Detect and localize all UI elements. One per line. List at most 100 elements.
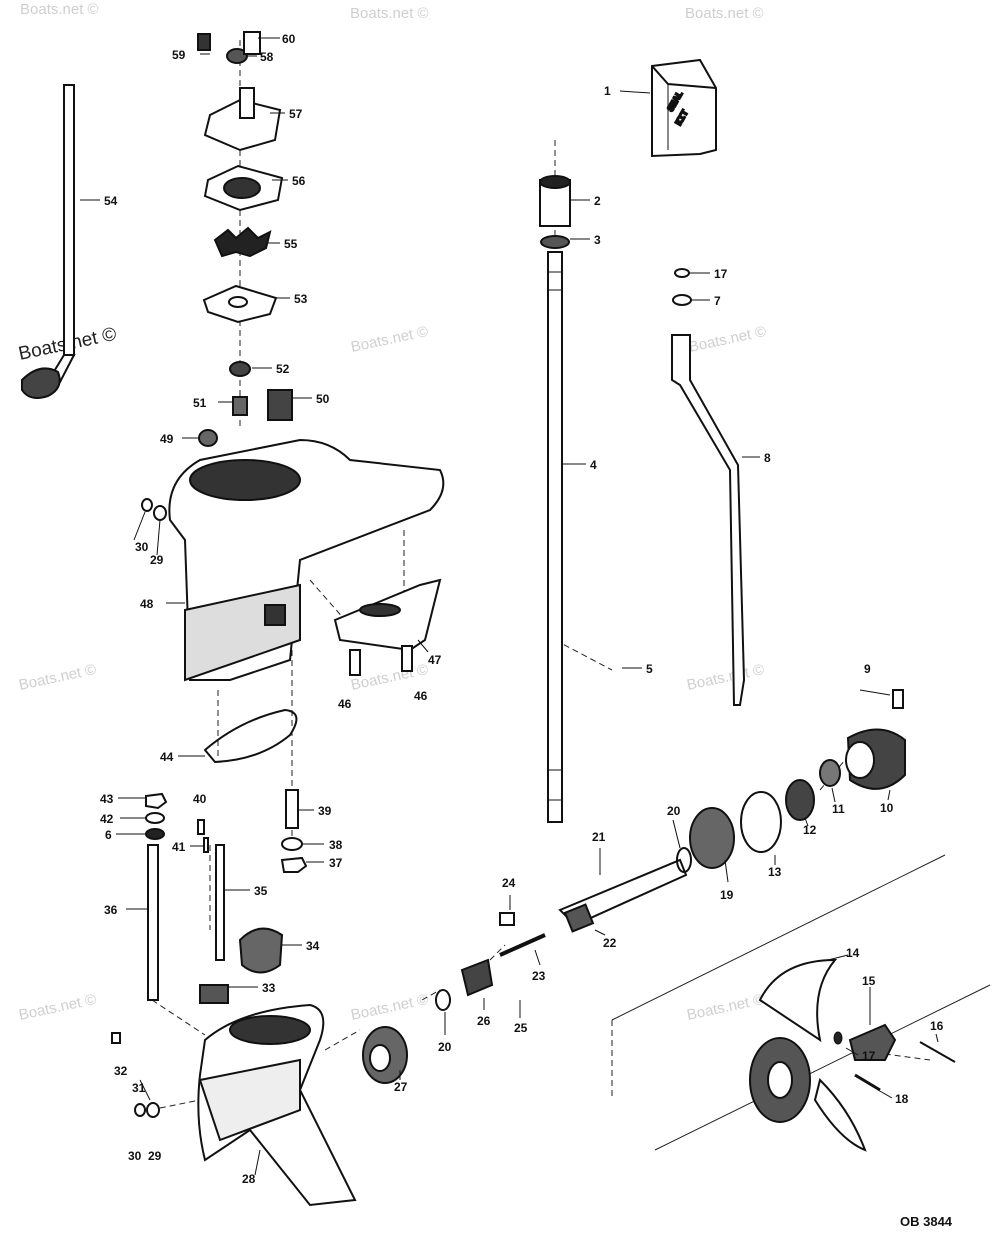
callout-label: 60 (282, 32, 296, 46)
callout-label: 33 (262, 981, 276, 995)
callout-label: 29 (150, 553, 164, 567)
callout-label: 12 (803, 823, 817, 837)
callout-label: 42 (100, 812, 114, 826)
washer-17 (833, 1031, 843, 1045)
callout-label: 25 (514, 1021, 528, 1035)
watermark: Boats.net © (349, 323, 429, 356)
watermark: Boats.net © (350, 5, 429, 22)
gasket (203, 708, 298, 764)
callout-label: 15 (862, 974, 876, 988)
thrust-washer-20 (435, 989, 451, 1011)
callout-label: 29 (148, 1149, 162, 1163)
propeller-boundary (611, 854, 991, 1151)
forward-gear-27 (362, 1026, 408, 1084)
seal-kit-box: SEAL KIT (651, 58, 717, 158)
callout-label: 14 (846, 946, 860, 960)
callout-label: 58 (260, 50, 274, 64)
upper-gearcase-housing (168, 438, 445, 682)
watermark: Boats.net © (687, 323, 767, 356)
callout-label: 32 (114, 1064, 128, 1078)
callout-label: 40 (193, 792, 207, 806)
watermark: Boats.net © (17, 661, 97, 694)
callout-label: 13 (768, 865, 782, 879)
drive-shaft-sleeve (539, 175, 571, 249)
callout-label: 20 (438, 1040, 452, 1054)
callout-label: 28 (242, 1172, 256, 1186)
callout-label: 24 (502, 876, 516, 890)
callout-label: 59 (172, 48, 186, 62)
clutch-26 (460, 958, 494, 997)
callout-label: 17 (862, 1049, 876, 1063)
watermark: Boats.net © (685, 991, 765, 1024)
callout-label: 3 (594, 233, 601, 247)
callout-label: 9 (864, 662, 871, 676)
stud-assembly (280, 789, 308, 873)
callout-label: 30 (128, 1149, 142, 1163)
callout-label: 16 (930, 1019, 944, 1033)
cotter-16 (919, 1041, 956, 1063)
callout-label: 20 (667, 804, 681, 818)
callout-label: 39 (318, 804, 332, 818)
o-ring-13 (740, 791, 782, 853)
callout-label: 31 (132, 1081, 146, 1095)
bearing-12 (785, 779, 815, 821)
callout-label: 34 (306, 939, 320, 953)
clip-24 (499, 912, 515, 926)
callout-label: 10 (880, 801, 894, 815)
watermark: Boats.net © (685, 661, 765, 694)
watermark: Boats.net © (349, 991, 429, 1024)
callout-label: 21 (592, 830, 606, 844)
callout-label: 8 (764, 451, 771, 465)
diagram-code: OB 3844 (900, 1214, 953, 1229)
callout-label: 48 (140, 597, 154, 611)
callout-label: 37 (329, 856, 343, 870)
callout-label: 1 (604, 84, 611, 98)
watermark: Boats.net © (685, 5, 764, 22)
callout-label: 4 (590, 458, 597, 472)
callout-label: 41 (172, 840, 186, 854)
thrust-washer-20b (676, 847, 692, 873)
callout-label: 55 (284, 237, 298, 251)
reverse-gear-19 (689, 807, 735, 869)
callout-label: 50 (316, 392, 330, 406)
callout-labels: 1 2 3 4 5 6 7 8 9 10 11 12 13 14 15 16 1… (100, 32, 944, 1186)
callout-label: 18 (895, 1092, 909, 1106)
callout-label: 47 (428, 653, 442, 667)
callout-label: 46 (338, 697, 352, 711)
callout-label: 6 (105, 828, 112, 842)
screw-9 (892, 689, 904, 709)
callout-label: 27 (394, 1080, 408, 1094)
pin-18 (854, 1073, 881, 1092)
pin-23 (499, 933, 546, 957)
watermark: Boats.net © (17, 991, 97, 1024)
bearing-carrier-10 (845, 728, 906, 790)
callout-label: 38 (329, 838, 343, 852)
shift-rod-parts (671, 268, 746, 706)
callout-label: 36 (104, 903, 118, 917)
pinion-gear (199, 927, 284, 1004)
callout-label: 35 (254, 884, 268, 898)
callout-label: 30 (135, 540, 149, 554)
callout-label: 44 (160, 750, 174, 764)
callout-label: 54 (104, 194, 118, 208)
callout-label: 51 (193, 396, 207, 410)
leader-lines (80, 37, 939, 1176)
callout-label: 52 (276, 362, 290, 376)
shaft-35 (197, 819, 225, 961)
drive-shaft (547, 251, 563, 823)
callout-label: 56 (292, 174, 306, 188)
callout-label: 43 (100, 792, 114, 806)
seal-11 (819, 759, 841, 787)
watermark: Boats.net © (20, 1, 99, 18)
propeller-14 (749, 958, 867, 1152)
prop-nut-15 (848, 1023, 897, 1061)
callout-label: 26 (477, 1014, 491, 1028)
callout-label: 46 (414, 689, 428, 703)
water-tube-parts (145, 792, 168, 1001)
anode-plate (333, 578, 442, 676)
callout-label: 57 (289, 107, 303, 121)
callout-label: 5 (646, 662, 653, 676)
callout-label: 23 (532, 969, 546, 983)
